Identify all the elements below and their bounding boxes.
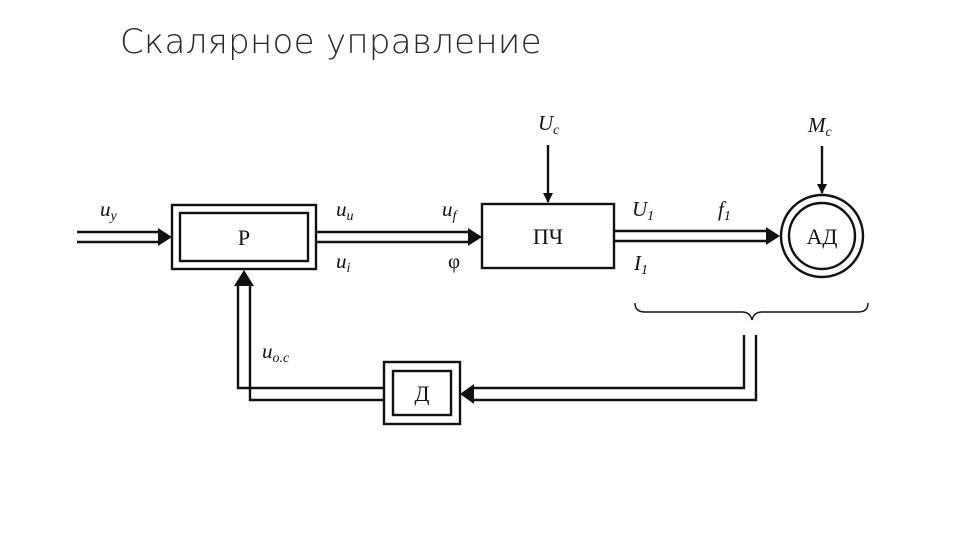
sensor-label: Д (414, 381, 429, 406)
signal-I-1: I1 (633, 251, 648, 278)
regulator-block: Р (170, 203, 318, 271)
signal-u-y: uу (100, 197, 118, 224)
converter-label: ПЧ (533, 224, 563, 249)
signal-u-oc: uо.с (262, 339, 290, 366)
power-arrow (614, 227, 780, 245)
motor-label: АД (807, 224, 838, 249)
slide-title: Скалярное управление (120, 22, 542, 62)
signal-M-c: Mс (807, 113, 833, 140)
signal-U-1: U1 (632, 197, 654, 224)
feedback-return (234, 270, 384, 402)
feedback-line (460, 335, 758, 404)
signal-u-f: uf (442, 197, 459, 224)
control-arrow (316, 228, 482, 246)
input-arrow (77, 228, 172, 246)
measurement-brace (634, 302, 869, 321)
converter-block: ПЧ (480, 202, 616, 270)
signal-u-i: ui (336, 249, 351, 276)
regulator-label: Р (238, 225, 250, 250)
signal-U-c: Uс (538, 111, 560, 138)
signal-f-1: f1 (718, 197, 731, 224)
signal-u-u: uu (336, 197, 354, 224)
motor-block: АД (779, 193, 865, 279)
signal-phi: φ (448, 249, 460, 273)
sensor-block: Д (382, 360, 462, 426)
